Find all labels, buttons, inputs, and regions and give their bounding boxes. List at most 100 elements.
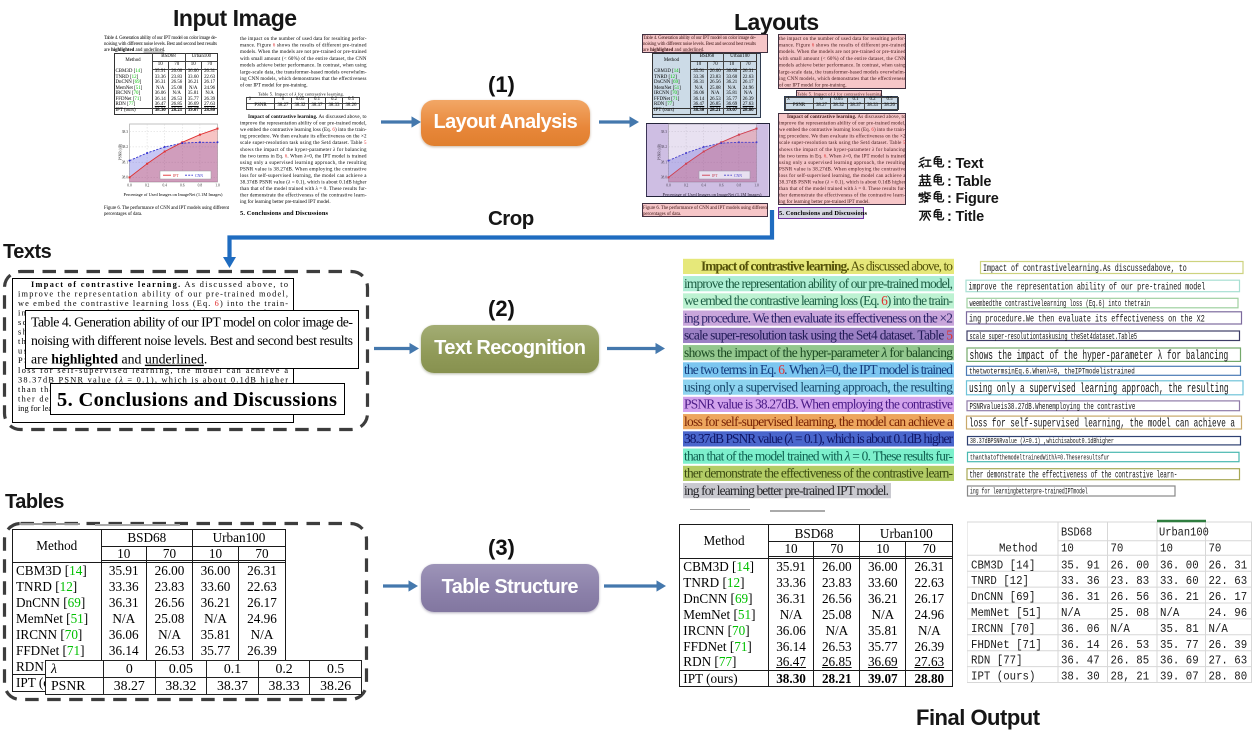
svg-text:38. 30: 38. 30: [1061, 670, 1100, 684]
svg-text:38.37dB PSNR value (λ = 0.1),: 38.37dB PSNR value (λ = 0.1), which is a…: [18, 375, 288, 384]
svg-text:Percentage of Used Images on I: Percentage of Used Images on ImageNet (1…: [662, 192, 762, 197]
svg-text:DnCNN [69]: DnCNN [69]: [971, 591, 1035, 605]
svg-text:Figure 6. The performance of C: Figure 6. The performance of CNN and IPT…: [643, 206, 769, 211]
svg-text:Table 4. Generation ability of: Table 4. Generation ability of our IPT m…: [643, 36, 756, 41]
svg-text:mance. Figure 6 shows the res: mance. Figure 6 shows the results of dif…: [779, 44, 906, 49]
svg-text:Impact of contrastive learning: Impact of contrastive learning. As discu…: [787, 115, 906, 120]
svg-text:38.37dB PSNR value (λ = 0.1),: 38.37dB PSNR value (λ = 0.1), which is a…: [240, 181, 367, 186]
svg-text:0.6: 0.6: [180, 184, 185, 188]
svg-text:noising with different noise l: noising with different noise levels. Bes…: [104, 42, 217, 47]
svg-text:with small amount (< 60%) of t: with small amount (< 60%) of the entire …: [240, 57, 367, 62]
svg-text:35. 77: 35. 77: [1160, 638, 1199, 652]
svg-text:26. 53: 26. 53: [1111, 638, 1150, 652]
svg-text:PSNR value is 38.27dB. When em: PSNR value is 38.27dB. When employing th…: [240, 167, 367, 172]
svg-text:PSNR (dB): PSNR (dB): [657, 143, 661, 160]
svg-text:0.0: 0.0: [666, 184, 671, 188]
svg-text:the two terms in Eq. 6. When λ: the two terms in Eq. 6. When λ=0, the IP…: [779, 154, 906, 159]
svg-text:shows the impact of the hyper-: shows the impact of the hyper-parameter …: [970, 349, 1229, 363]
svg-text:BSD68: BSD68: [1061, 527, 1092, 540]
svg-text:weembedthe contrastivelearning: weembedthe contrastivelearning loss (Eq.…: [969, 300, 1150, 310]
svg-text:38.1: 38.1: [660, 161, 666, 165]
svg-text:CBM3D [14]: CBM3D [14]: [971, 559, 1035, 573]
svg-text:ing procedure. We then evaluat: ing procedure. We then evaluate its effe…: [240, 135, 367, 140]
svg-text:the two terms in Eq. 6. When λ: the two terms in Eq. 6. When λ=0, the IP…: [684, 362, 953, 377]
svg-text:ing for learning better pre-tr: ing for learning better pre-trained IPT …: [684, 483, 889, 498]
svg-text:ther demonstrate the effective: ther demonstrate the effectiveness of th…: [969, 469, 1177, 481]
svg-text:38.2: 38.2: [660, 145, 666, 149]
svg-text:33. 36: 33. 36: [1061, 575, 1100, 589]
svg-text:35. 81: 35. 81: [1160, 622, 1199, 636]
svg-text:1.0: 1.0: [215, 184, 220, 188]
svg-text:the impact on the number of us: the impact on the number of used data fo…: [240, 37, 367, 42]
svg-text:33. 60: 33. 60: [1160, 575, 1199, 589]
svg-text:Figure 6. The performance of C: Figure 6. The performance of CNN and IPT…: [104, 206, 230, 211]
svg-text:ing procedure. We then evaluat: ing procedure. We then evaluate its effe…: [779, 135, 906, 140]
svg-text:38.1: 38.1: [122, 161, 128, 165]
svg-text:MemNet [51]: MemNet [51]: [971, 606, 1042, 620]
svg-text:0.8: 0.8: [198, 184, 203, 188]
svg-text:5. Conclusions and Discussions: 5. Conclusions and Discussions: [57, 389, 337, 411]
svg-text:Table 4. Generation ability of: Table 4. Generation ability of our IPT m…: [31, 315, 353, 330]
svg-text:5. Conclusions and Discussions: 5. Conclusions and Discussions: [240, 210, 329, 217]
svg-text:Table 5. Impact of λ for contr: Table 5. Impact of λ for contrastive lea…: [258, 91, 344, 96]
svg-text:of our IPT model for pre-train: of our IPT model for pre-training.: [240, 84, 308, 89]
svg-text:N/A: N/A: [1160, 606, 1179, 620]
svg-text:ing CNN models, which demonstr: ing CNN models, which demonstrates that …: [779, 77, 906, 82]
svg-text:noising with different noise l: noising with different noise levels. Bes…: [643, 42, 756, 47]
svg-text:we embed the contrastive learn: we embed the contrastive learning loss (…: [240, 128, 367, 133]
svg-text:0.4: 0.4: [701, 184, 706, 188]
svg-text:loss for self-supervised learn: loss for self-supervised learning, the m…: [18, 366, 288, 375]
svg-text:ing procedure. We then evaluat: ing procedure. We then evaluate its effe…: [684, 310, 953, 325]
svg-text:38.37dB PSNR value (λ = 0.1),: 38.37dB PSNR value (λ = 0.1), which is a…: [684, 431, 954, 446]
svg-text:with small amount (< 60%) of t: with small amount (< 60%) of the entire …: [779, 57, 906, 62]
svg-text:using only a supervised learni: using only a supervised learning approac…: [969, 382, 1229, 396]
svg-text:the impact on the number of us: the impact on the number of used data fo…: [779, 37, 906, 42]
svg-text:are highlighted and underlined: are highlighted and underlined.: [104, 48, 165, 53]
svg-text:large-scale data, the transfor: large-scale data, the transformer-based …: [240, 70, 367, 75]
svg-text:improve the representation abi: improve the representation ability of ou…: [968, 281, 1205, 293]
svg-text:26. 39: 26. 39: [1208, 638, 1247, 652]
svg-text:Impact of contrastivelearning.: Impact of contrastivelearning.As discuss…: [983, 263, 1187, 275]
svg-text:are highlighted and underlined: are highlighted and underlined.: [31, 352, 207, 367]
svg-text:models achieve better performa: models achieve better performance. In co…: [779, 64, 906, 69]
svg-text:CNN: CNN: [734, 174, 742, 178]
svg-text:large-scale data, the transfor: large-scale data, the transformer-based …: [779, 70, 906, 75]
svg-text:N/A: N/A: [1111, 622, 1130, 636]
svg-text:models achieve better performa: models achieve better performance. In co…: [240, 64, 367, 69]
svg-text:mance. Figure 6 shows the res: mance. Figure 6 shows the results of dif…: [240, 44, 367, 49]
svg-text:PSNR value is 38.27dB. When em: PSNR value is 38.27dB. When employing th…: [779, 167, 906, 172]
svg-text:improve the representation abi: improve the representation ability of ou…: [779, 122, 906, 127]
svg-text:loss for self-supervised learn: loss for self-supervised learning, the m…: [240, 174, 367, 179]
svg-text:we embed the contrastive learn: we embed the contrastive learning loss (…: [779, 128, 906, 133]
svg-text:IRCNN [70]: IRCNN [70]: [971, 622, 1035, 636]
svg-text:ing procedure.We then evaluate: ing procedure.We then evaluate its effec…: [969, 313, 1205, 325]
svg-text:28. 80: 28. 80: [1208, 670, 1247, 684]
svg-text:Impact of contrastive learning: Impact of contrastive learning. As discu…: [248, 115, 367, 120]
svg-text:thetwotermsinEq.6.Whenλ=0, the: thetwotermsinEq.6.Whenλ=0, theIPTmodelis…: [969, 368, 1135, 377]
svg-text:10: 10: [1061, 542, 1074, 556]
svg-text:39. 07: 39. 07: [1160, 670, 1199, 684]
svg-text:28, 21: 28, 21: [1111, 670, 1150, 684]
svg-text:Impact of contrastive learning: Impact of contrastive learning. As discu…: [31, 280, 288, 289]
svg-text:10: 10: [1160, 542, 1173, 556]
svg-text:TNRD [12]: TNRD [12]: [971, 575, 1029, 589]
svg-text:ing for learning better pre-tr: ing for learning better pre-trained IPT …: [240, 200, 331, 205]
svg-text:38.3: 38.3: [660, 130, 666, 134]
svg-text:38.0: 38.0: [660, 176, 666, 180]
svg-text:we embed the contrastive learn: we embed the contrastive learning loss (…: [18, 299, 288, 308]
svg-text:25. 08: 25. 08: [1111, 606, 1150, 620]
svg-text:scale super-resolution task us: scale super-resolution task using the Se…: [779, 141, 906, 146]
svg-text:0.8: 0.8: [736, 184, 741, 188]
svg-text:36. 00: 36. 00: [1160, 559, 1199, 573]
svg-text:ther demonstrate the effective: ther demonstrate the effectiveness of th…: [684, 466, 953, 481]
svg-text:38.3: 38.3: [122, 130, 128, 134]
svg-text:IPT: IPT: [173, 174, 179, 178]
svg-text:0.0: 0.0: [127, 184, 132, 188]
svg-text:0.2: 0.2: [683, 184, 688, 188]
svg-text:26. 00: 26. 00: [1111, 559, 1150, 573]
svg-text:using only a supervised learni: using only a supervised learning approac…: [779, 161, 906, 166]
svg-text:percentages of data.: percentages of data.: [643, 212, 681, 217]
svg-text:PSNR value is 38.27dB. When em: PSNR value is 38.27dB. When employing th…: [684, 397, 953, 412]
svg-text:Percentage of Used Images on I: Percentage of Used Images on ImageNet (1…: [124, 192, 224, 197]
svg-text:0.6: 0.6: [719, 184, 724, 188]
